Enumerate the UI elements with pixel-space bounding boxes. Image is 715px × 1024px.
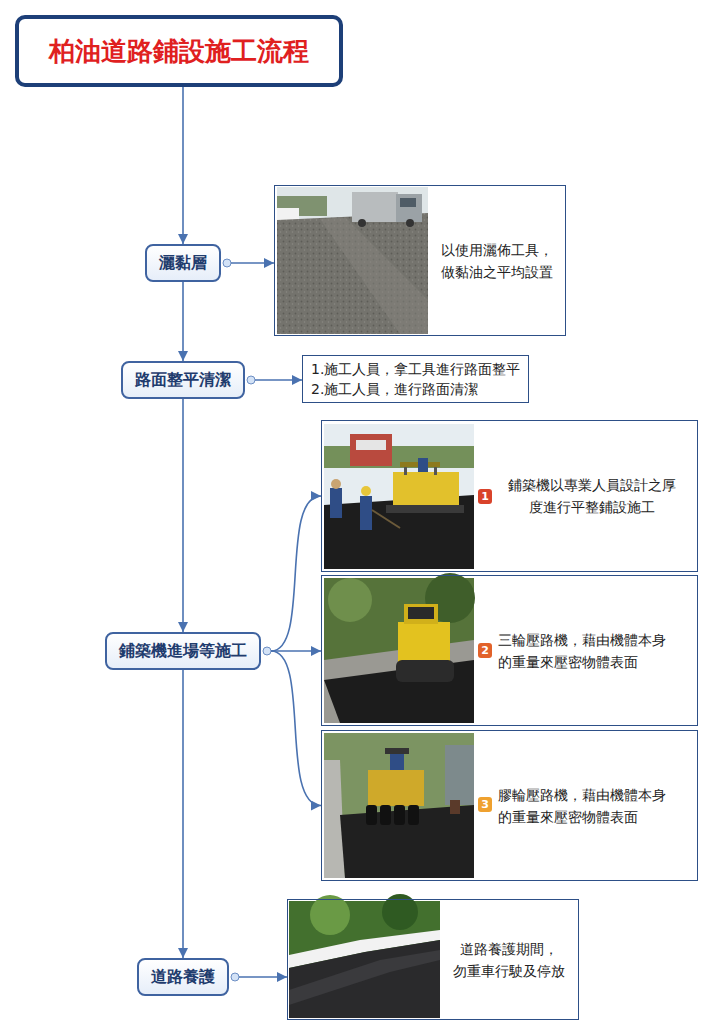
photo-card: 道路養護期間， 勿重車行駛及停放 xyxy=(287,899,579,1020)
tyre xyxy=(366,805,377,825)
title-text: 柏油道路鋪設施工流程 xyxy=(49,35,309,67)
paver-photo xyxy=(324,424,474,569)
photo-card: 膠輪壓路機，藉由機體本身 的重量來壓密物體表面 xyxy=(321,730,698,881)
roller-body xyxy=(398,622,450,662)
step-label: 灑黏層 xyxy=(159,253,207,273)
description-text: 三輪壓路機，藉由機體本身 的重量來壓密物體表面 xyxy=(498,629,690,673)
callout-number: 2 xyxy=(478,643,492,658)
paver xyxy=(393,472,459,508)
finished-road-photo xyxy=(289,894,440,1018)
description-text: 道路養護期間， 勿重車行駛及停放 xyxy=(441,938,577,982)
description-text: 1.施工人員，拿工具進行路面整平 xyxy=(311,359,520,379)
photo-card: 以使用灑佈工具， 做黏油之平均設置 xyxy=(274,185,566,336)
canopy-post xyxy=(434,467,437,475)
roller-photo xyxy=(324,573,475,723)
description-text: 鋪築機以專業人員設計之厚 度進行平整鋪設施工 xyxy=(494,474,690,518)
connector xyxy=(182,282,184,361)
truck-window xyxy=(400,198,416,207)
worker-helmet xyxy=(361,486,371,496)
worker-head xyxy=(331,479,341,489)
callout-number: 3 xyxy=(478,797,492,812)
connector xyxy=(271,651,321,806)
tyre-roller-photo xyxy=(324,733,474,878)
callout-number: 1 xyxy=(478,489,492,504)
connector xyxy=(182,670,184,958)
road xyxy=(277,213,428,334)
step-label: 路面整平清潔 xyxy=(135,370,231,390)
wheel xyxy=(358,219,366,227)
description-text: 以使用灑佈工具， 做黏油之平均設置 xyxy=(429,239,565,283)
connector xyxy=(231,262,274,264)
connector xyxy=(255,379,302,381)
bucket xyxy=(450,800,460,814)
title-box: 柏油道路鋪設施工流程 xyxy=(15,15,343,87)
text-area: 膠輪壓路機，藉由機體本身 的重量來壓密物體表面 xyxy=(498,784,690,828)
description-text: 膠輪壓路機，藉由機體本身 的重量來壓密物體表面 xyxy=(498,784,690,828)
worker xyxy=(360,496,372,530)
truck-cab xyxy=(396,194,422,222)
dump-truck xyxy=(350,434,392,466)
trees xyxy=(324,733,474,878)
roller-canopy xyxy=(385,748,409,754)
canopy-post xyxy=(404,467,407,475)
process-box: 道路養護 xyxy=(137,958,229,996)
process-box: 鋪築機進場等施工 xyxy=(105,632,261,670)
photo-card: 三輪壓路機，藉由機體本身 的重量來壓密物體表面 xyxy=(321,575,698,726)
description-text: 2.施工人員，進行路面清潔 xyxy=(311,379,520,399)
road-shade xyxy=(320,217,428,334)
process-box: 灑黏層 xyxy=(145,244,221,282)
operator xyxy=(418,458,428,472)
connector xyxy=(182,399,184,632)
truck-panel xyxy=(356,440,386,450)
photo-card: 鋪築機以專業人員設計之厚 度進行平整鋪設施工 xyxy=(321,420,698,572)
worker xyxy=(330,488,342,518)
text-area: 鋪築機以專業人員設計之厚 度進行平整鋪設施工 xyxy=(494,474,690,518)
roller-seat xyxy=(408,607,434,619)
sky xyxy=(324,424,474,569)
asphalt xyxy=(340,805,474,878)
connector xyxy=(271,496,321,651)
connector xyxy=(182,87,184,244)
step-label: 鋪築機進場等施工 xyxy=(119,641,247,661)
spray-photo xyxy=(277,187,428,334)
rake xyxy=(372,510,400,528)
asphalt xyxy=(324,660,474,723)
text-area: 三輪壓路機，藉由機體本身 的重量來壓密物體表面 xyxy=(498,629,690,673)
tyre xyxy=(394,805,405,825)
tree xyxy=(328,578,372,622)
port-dot xyxy=(231,973,239,981)
connector xyxy=(271,650,321,652)
wall xyxy=(277,208,299,220)
process-box: 路面整平清潔 xyxy=(121,361,245,399)
step-label: 道路養護 xyxy=(151,967,215,987)
screed xyxy=(386,505,464,513)
wheel xyxy=(406,219,414,227)
port-dot xyxy=(247,376,255,384)
sky xyxy=(277,187,428,334)
road-sheen xyxy=(289,950,440,1005)
truck-body xyxy=(352,192,398,222)
text-area: 道路養護期間， 勿重車行駛及停放 xyxy=(441,938,577,982)
connector xyxy=(239,976,287,978)
port-dot xyxy=(223,259,231,267)
roller-cab xyxy=(404,604,438,624)
tyre xyxy=(380,805,391,825)
text-area: 以使用灑佈工具， 做黏油之平均設置 xyxy=(429,239,565,283)
asphalt xyxy=(324,495,474,569)
roller-body xyxy=(368,770,424,806)
tree xyxy=(310,895,350,935)
asphalt xyxy=(289,940,440,1018)
roller-drum xyxy=(396,660,454,682)
operator xyxy=(390,754,404,770)
trees xyxy=(324,446,474,468)
port-dot xyxy=(263,647,271,655)
tyre xyxy=(408,805,419,825)
building xyxy=(445,745,474,805)
note-box: 1.施工人員，拿工具進行路面整平2.施工人員，進行路面清潔 xyxy=(302,355,529,403)
